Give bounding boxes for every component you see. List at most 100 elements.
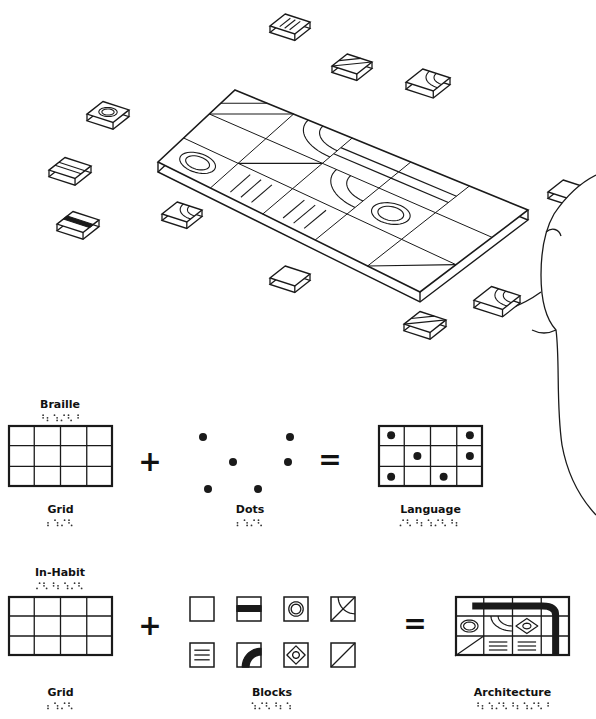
braille-caption-dot	[57, 522, 59, 524]
braille-caption-dot	[237, 524, 239, 526]
operator-symbol: +	[138, 612, 161, 640]
symbol-mark	[251, 185, 271, 203]
braille-caption-dot	[489, 702, 491, 704]
braille-caption-dot	[251, 524, 253, 526]
symbol-mark	[242, 648, 261, 667]
tile-edge	[74, 179, 75, 186]
grid-drawing	[8, 596, 113, 656]
braille-caption-dot	[437, 519, 439, 521]
symbol-mark	[368, 265, 456, 266]
symbol-mark	[221, 103, 267, 104]
braille-caption-dot	[71, 707, 73, 709]
braille-caption-dot	[56, 419, 58, 421]
board-grid-line	[368, 186, 470, 266]
block-cell	[489, 642, 507, 650]
symbol-mark	[371, 203, 410, 225]
braille-caption-dot	[54, 519, 56, 521]
braille-caption-dot	[253, 519, 255, 521]
braille-dot	[254, 485, 262, 493]
tile-edge	[405, 82, 406, 89]
braille-caption-dot	[68, 519, 70, 521]
symbol-mark	[331, 170, 355, 208]
symbol-mark	[294, 205, 316, 223]
tile-edge	[502, 310, 503, 317]
braille-caption	[477, 702, 549, 709]
symbol-mark	[404, 320, 446, 324]
braille-caption-dot	[57, 524, 59, 526]
braille-caption-dot	[289, 707, 291, 709]
braille-caption-dot	[258, 522, 260, 524]
braille-caption-dot	[61, 419, 63, 421]
symbol-mark	[320, 126, 338, 151]
symbol-mark	[411, 316, 434, 318]
tile-edge	[356, 74, 357, 80]
board-grid-line	[263, 138, 352, 214]
grid-border	[9, 426, 112, 486]
symbol-mark	[516, 618, 538, 633]
box-label: Grid	[47, 686, 73, 699]
box-label: Language	[400, 503, 461, 516]
braille-caption-dot	[477, 702, 479, 704]
braille-dot	[413, 452, 421, 460]
symbol-mark	[230, 175, 250, 192]
grid-line	[456, 425, 457, 487]
braille-caption	[47, 702, 72, 709]
grid-line	[404, 425, 405, 487]
operator-symbol: =	[318, 446, 341, 474]
symbol-mark	[186, 156, 210, 170]
grid-drawing	[455, 596, 570, 656]
braille-caption-dot	[503, 705, 505, 707]
braille-caption-dot	[482, 707, 484, 709]
symbol-mark	[63, 216, 93, 227]
symbol-mark	[331, 643, 355, 667]
board-edge	[157, 162, 158, 172]
braille-dot	[204, 485, 212, 493]
braille-caption-dot	[503, 702, 505, 704]
symbol-mark	[347, 176, 363, 201]
board-grid-line	[209, 114, 492, 237]
braille-caption	[400, 519, 458, 526]
tile-edge	[433, 91, 434, 98]
tile-edge	[473, 300, 474, 307]
block-icon	[331, 643, 355, 667]
braille-dot	[387, 473, 395, 481]
symbol-mark	[303, 120, 329, 157]
block-icon	[190, 597, 214, 621]
board-cell	[209, 103, 293, 114]
braille-caption-dot	[526, 707, 528, 709]
braille-caption	[42, 414, 79, 421]
symbol-mark	[498, 616, 512, 626]
game-tile	[474, 287, 520, 317]
braille-caption-dot	[538, 705, 540, 707]
block-outline	[284, 597, 308, 621]
thick-band	[472, 606, 555, 655]
braille-dot	[440, 473, 448, 481]
braille-caption-dot	[61, 707, 63, 709]
grid-box: Grid	[8, 596, 113, 656]
symbol-mark	[523, 623, 531, 629]
block-cell	[518, 642, 536, 650]
braille-caption-dot	[280, 707, 282, 709]
braille-caption-dot	[517, 707, 519, 709]
braille-caption-dot	[435, 524, 437, 526]
braille-caption-dot	[491, 705, 493, 707]
tile-top	[406, 69, 450, 91]
game-tile	[87, 102, 129, 130]
braille-caption-dot	[275, 702, 277, 704]
board-cell	[391, 172, 456, 203]
block-cell	[516, 618, 538, 633]
tile-edge	[331, 66, 332, 72]
tile-edge	[403, 324, 404, 331]
braille-caption-dot	[268, 707, 270, 709]
tile-edge	[161, 214, 162, 220]
tile-edge	[86, 114, 87, 121]
braille-caption-dot	[81, 587, 83, 589]
braille-caption-dot	[531, 707, 533, 709]
symbol-mark	[341, 148, 399, 172]
grid-line	[8, 466, 113, 467]
braille-dot	[466, 431, 474, 439]
braille-caption-dot	[275, 705, 277, 707]
grid-drawing	[8, 425, 113, 487]
part-label: Blocks	[252, 686, 292, 699]
